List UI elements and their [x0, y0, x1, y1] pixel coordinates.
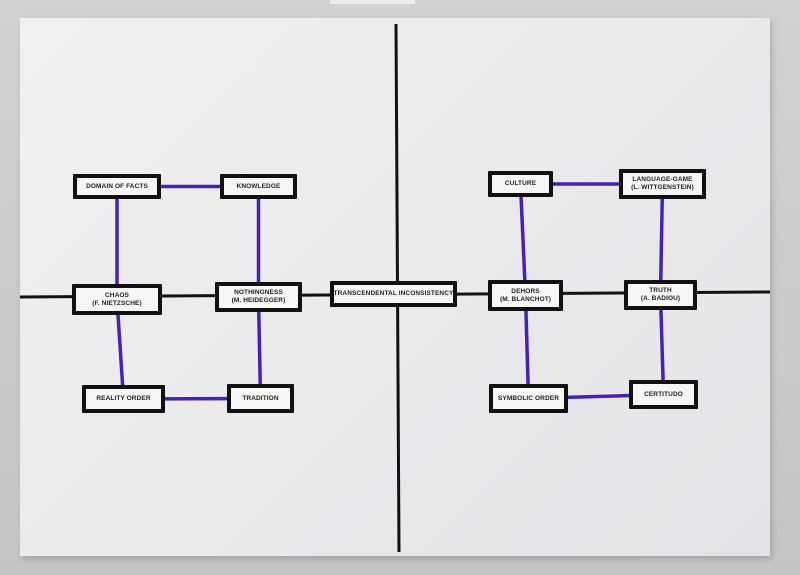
node-domain-of-facts: DOMAIN OF FACTS — [73, 174, 161, 199]
connector-language-game-truth — [658, 183, 665, 296]
node-label: LANGUAGE-GAME — [632, 176, 693, 183]
node-truth: TRUTH(A. BADIOU) — [624, 280, 697, 310]
node-label: CERTITUDO — [644, 390, 683, 398]
connector-culture-dehors — [518, 183, 528, 296]
node-nothingness: NOTHINGNESS(M. HEIDEGGER) — [215, 282, 302, 312]
node-label: KNOWLEDGE — [236, 182, 281, 190]
node-label: (A. BADIOU) — [640, 295, 681, 302]
node-label: DEHORS — [511, 287, 540, 295]
node-reality-order: REALITY ORDER — [82, 385, 165, 413]
node-label: REALITY ORDER — [96, 395, 151, 402]
node-knowledge: KNOWLEDGE — [220, 174, 297, 199]
node-language-game: LANGUAGE-GAME(L. WITTGENSTEIN) — [619, 169, 706, 199]
node-label: (F. NIETZSCHE) — [92, 299, 142, 307]
node-label: CHAOS — [105, 291, 129, 299]
connector-truth-certitudo — [658, 294, 666, 395]
node-label: TRUTH — [649, 287, 672, 294]
node-label: (M. BLANCHOT) — [499, 295, 552, 303]
node-culture: CULTURE — [488, 171, 553, 197]
node-dehors: DEHORS(M. BLANCHOT) — [488, 280, 563, 311]
node-transcendental-inconsistency: TRANSCENDENTAL INCONSISTENCY — [330, 281, 457, 307]
connector-nothingness-tradition — [256, 296, 263, 399]
node-certitudo: CERTITUDO — [629, 380, 698, 409]
node-label: SYMBOLIC ORDER — [498, 394, 559, 402]
paper-scrap — [330, 0, 415, 4]
node-label: (M. HEIDEGGER) — [231, 297, 286, 304]
connector-chaos-reality-order — [115, 299, 126, 400]
node-symbolic-order: SYMBOLIC ORDER — [489, 384, 568, 413]
node-label: DOMAIN OF FACTS — [86, 182, 148, 190]
connector-dehors-symbolic-order — [523, 295, 531, 399]
node-label: TRADITION — [242, 394, 279, 402]
node-label: NOTHINGNESS — [234, 289, 283, 296]
node-label: CULTURE — [504, 180, 537, 187]
node-label: TRANSCENDENTAL INCONSISTENCY — [333, 290, 454, 297]
node-chaos: CHAOS(F. NIETZSCHE) — [72, 284, 162, 315]
node-label: (L. WITTGENSTEIN) — [631, 184, 694, 191]
node-tradition: TRADITION — [227, 384, 294, 413]
